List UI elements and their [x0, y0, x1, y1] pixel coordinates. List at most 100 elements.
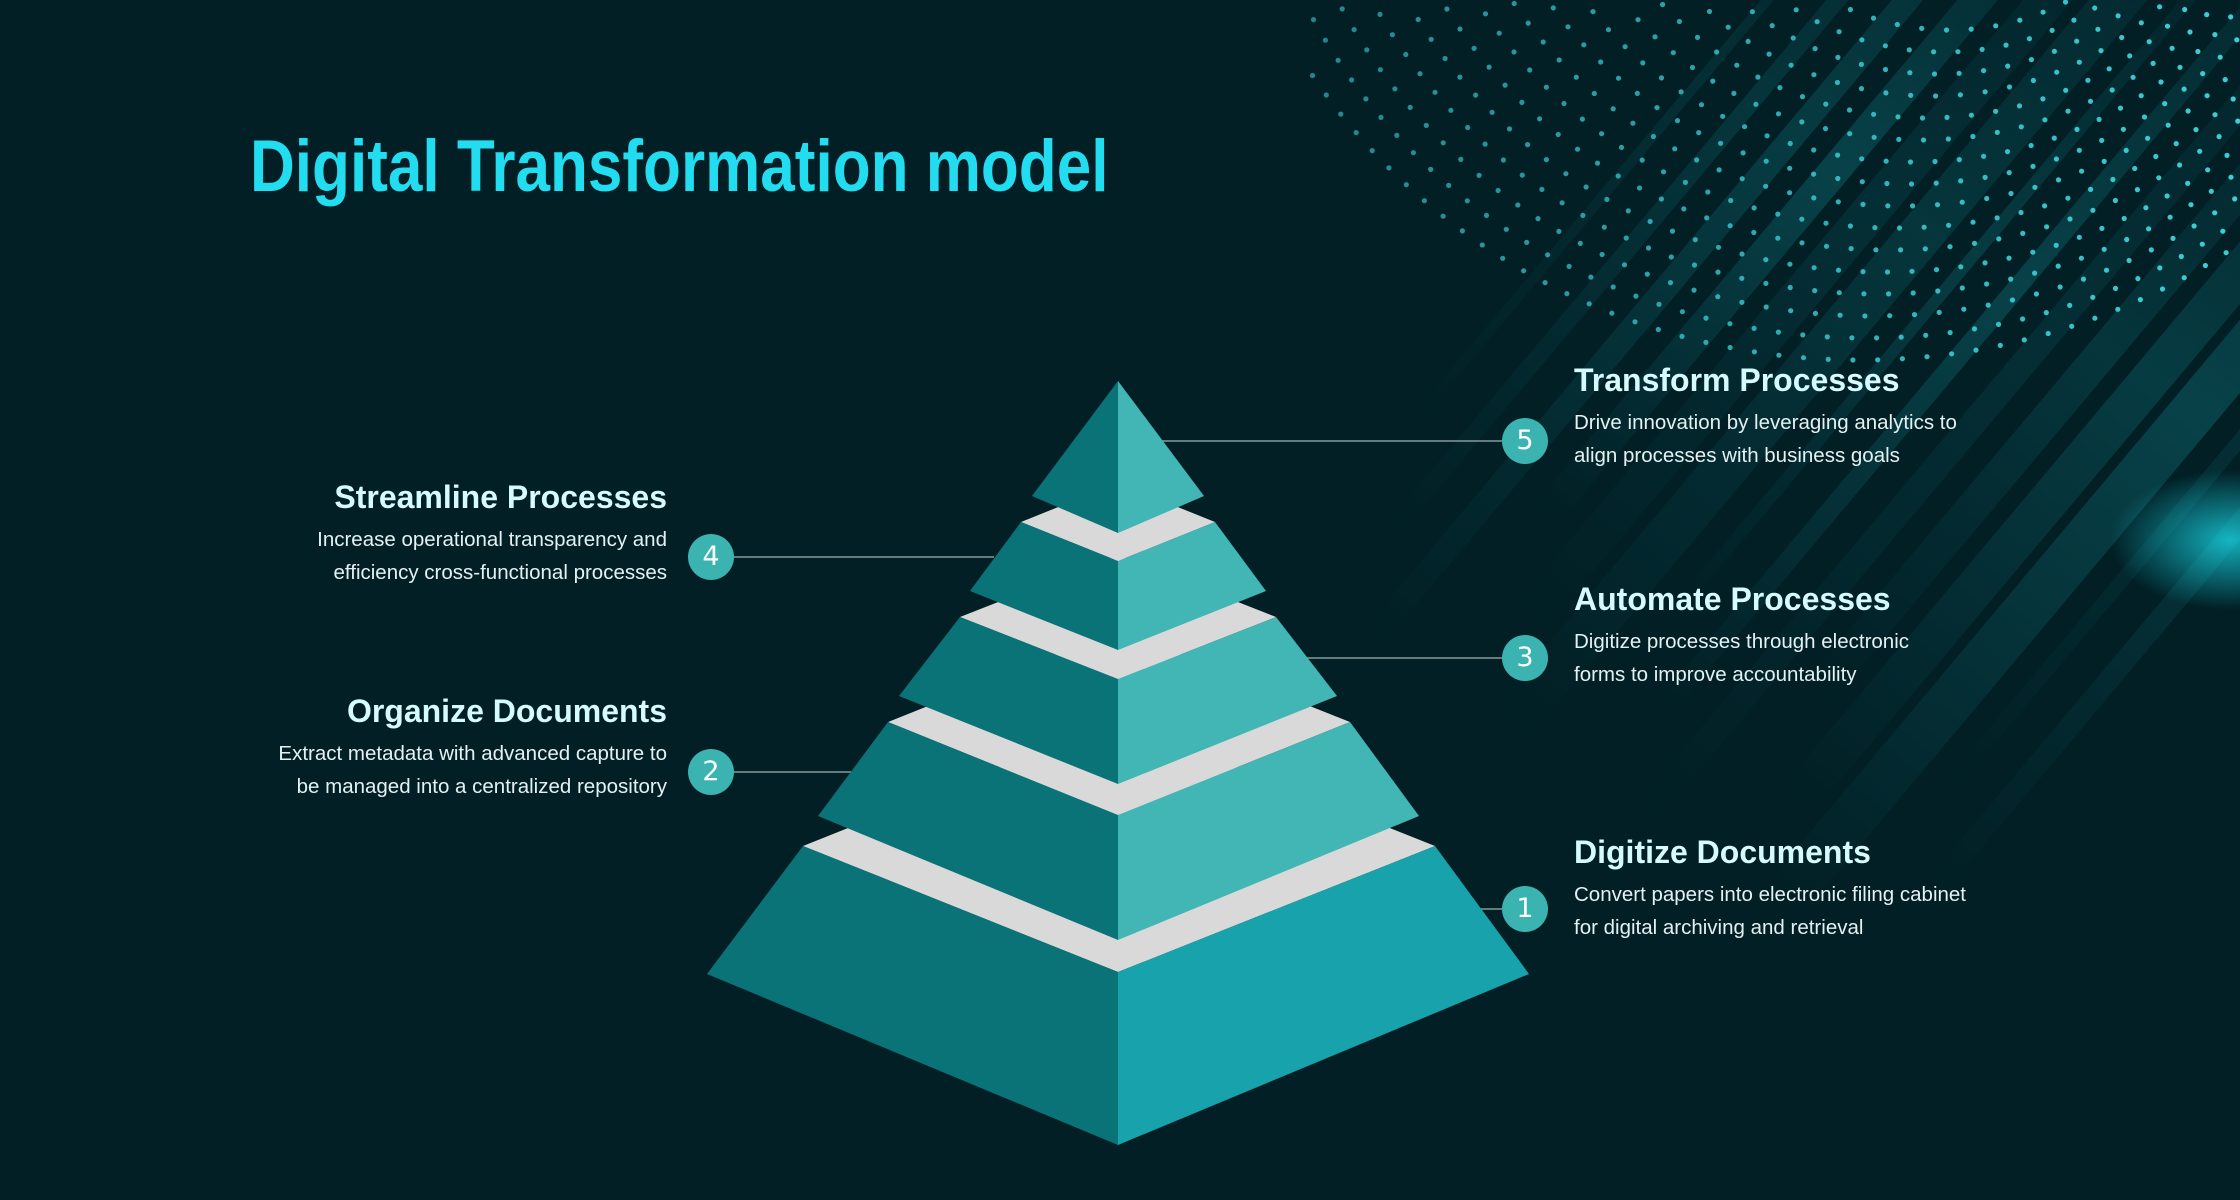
dot: [1615, 75, 1622, 81]
tier-2-left-face: [818, 722, 1118, 940]
dot: [2112, 285, 2119, 291]
dot: [1519, 172, 1525, 178]
dot: [1594, 160, 1601, 166]
dot: [2071, 17, 2077, 23]
dot: [1403, 182, 1409, 188]
dot: [1448, 107, 1454, 113]
dot: [1909, 268, 1915, 274]
dot: [1812, 310, 1818, 316]
dot: [2158, 79, 2164, 85]
dot: [1907, 70, 1913, 76]
dot: [1710, 78, 1716, 84]
dot: [2076, 147, 2082, 153]
dot: [1421, 198, 1427, 204]
dot: [1655, 326, 1661, 333]
dot: [1956, 157, 1962, 163]
dot: [1896, 136, 1902, 142]
dot: [1496, 30, 1502, 36]
dot: [1799, 94, 1806, 100]
dot: [1322, 37, 1328, 43]
dot: [1715, 294, 1721, 300]
dot: [2153, 153, 2159, 160]
dot: [1734, 62, 1740, 68]
dot: [1985, 302, 1991, 308]
level-2-text: Organize Documents Extract metadata with…: [27, 691, 667, 803]
dot: [2234, 37, 2240, 43]
dot: [2130, 74, 2136, 80]
dot: [1859, 179, 1865, 185]
dot: [2067, 216, 2073, 222]
dot: [2205, 167, 2211, 173]
light-streak: [1803, 0, 2240, 706]
dot: [1970, 133, 1976, 140]
level-2-desc-line-2: be managed into a centralized repository: [296, 775, 667, 798]
dot: [1577, 240, 1583, 246]
light-streak: [1489, 0, 2240, 743]
dot: [1898, 334, 1904, 340]
dot: [1599, 251, 1605, 258]
dot: [1931, 71, 1938, 77]
dot: [1932, 158, 1938, 165]
dot: [1545, 252, 1551, 258]
light-streak: [1362, 0, 2218, 646]
light-streaks: [1362, 0, 2240, 924]
dot: [2143, 205, 2149, 211]
dot: [1681, 206, 1687, 212]
level-5-desc-line-1: Drive innovation by leveraging analytics…: [1574, 411, 1957, 434]
level-1-heading: Digitize Documents: [1574, 834, 1871, 870]
dot: [1440, 140, 1446, 146]
dot: [1715, 269, 1721, 275]
dot: [1769, 23, 1775, 29]
dot: [1442, 55, 1448, 62]
dot: [1482, 141, 1488, 147]
dot: [2003, 42, 2009, 48]
dot: [2079, 168, 2085, 174]
dot: [1444, 6, 1450, 12]
dot: [2053, 242, 2059, 248]
dot: [2055, 177, 2062, 183]
dot: [1835, 267, 1842, 273]
tier-3-right-face: [1118, 617, 1337, 784]
dot: [1811, 195, 1817, 201]
dot: [2177, 64, 2183, 70]
dot: [2220, 228, 2226, 234]
dot: [1787, 140, 1793, 147]
light-streak: [1533, 0, 2137, 525]
dot: [1682, 179, 1688, 185]
dot: [2204, 93, 2210, 99]
dot: [1473, 92, 1479, 98]
dot: [1870, 15, 1877, 21]
dot: [1931, 49, 1937, 55]
dot: [1725, 24, 1731, 30]
dot: [1982, 174, 1988, 180]
dot: [1415, 16, 1421, 23]
dot: [1751, 349, 1757, 355]
dot: [1763, 183, 1769, 189]
dot: [2132, 165, 2138, 172]
dot: [1946, 222, 1952, 228]
dot: [1377, 67, 1383, 73]
dot: [2181, 275, 2187, 281]
dot: [2080, 276, 2087, 282]
dot: [2156, 175, 2162, 181]
dot: [1506, 126, 1513, 132]
dot: [2177, 162, 2183, 168]
dot: [1394, 132, 1400, 138]
dot: [1934, 202, 1941, 208]
dot: [1775, 211, 1781, 217]
level-4-desc-line-2: efficiency cross-functional processes: [333, 561, 667, 584]
dot: [2182, 6, 2188, 13]
dot: [1363, 96, 1369, 102]
dot: [1883, 90, 1889, 96]
level-5-desc-line-2: align processes with business goals: [1574, 444, 1900, 467]
dot: [1353, 130, 1359, 136]
dot: [1910, 290, 1916, 296]
dot: [2167, 214, 2173, 220]
tier-1-left-face: [707, 846, 1118, 1145]
dot: [2049, 27, 2055, 33]
dot: [2165, 122, 2171, 128]
dot: [1814, 19, 1820, 25]
dot: [1981, 153, 1987, 159]
dot: [2087, 98, 2094, 104]
dot: [1647, 218, 1653, 225]
